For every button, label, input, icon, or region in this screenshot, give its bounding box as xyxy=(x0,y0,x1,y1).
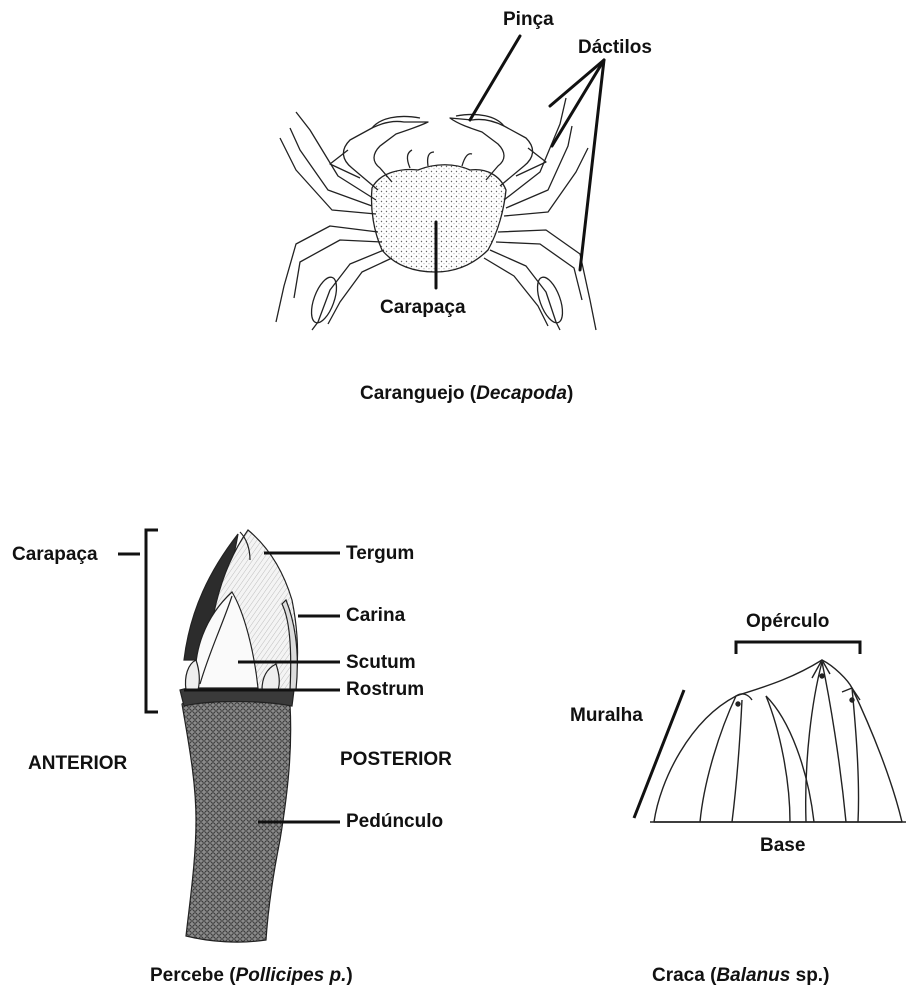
caption-caranguejo-prefix: Caranguejo ( xyxy=(360,383,476,404)
caption-caranguejo: Caranguejo (Decapoda) xyxy=(360,384,573,403)
crab-illustration xyxy=(276,98,596,330)
caption-caranguejo-species: Decapoda xyxy=(476,383,567,404)
caption-percebe: Percebe (Pollicipes p.) xyxy=(150,966,353,985)
label-anterior: ANTERIOR xyxy=(28,754,127,773)
label-tergum: Tergum xyxy=(346,544,414,563)
label-scutum: Scutum xyxy=(346,653,416,672)
percebe-illustration xyxy=(180,530,298,942)
craca-wall xyxy=(654,660,902,822)
craca-illustration xyxy=(650,660,906,822)
label-base: Base xyxy=(760,836,805,855)
caption-craca-prefix: Craca ( xyxy=(652,965,716,986)
label-carina: Carina xyxy=(346,606,405,625)
label-pinca: Pinça xyxy=(503,10,554,29)
label-percebe-carapaca: Carapaça xyxy=(12,545,98,564)
label-dactilos: Dáctilos xyxy=(578,38,652,57)
label-pedunculo: Pedúnculo xyxy=(346,812,443,831)
caption-craca: Craca (Balanus sp.) xyxy=(652,966,829,985)
caption-craca-suffix: sp.) xyxy=(790,965,829,986)
label-rostrum: Rostrum xyxy=(346,680,424,699)
caption-percebe-suffix: ) xyxy=(346,965,352,986)
pinca-leader xyxy=(470,36,520,120)
label-operculo: Opérculo xyxy=(746,612,829,631)
label-muralha: Muralha xyxy=(570,706,643,725)
carapaca-bracket xyxy=(146,530,158,712)
dactilos-leader-1 xyxy=(550,60,604,106)
label-crab-carapaca: Carapaça xyxy=(380,298,466,317)
caption-percebe-species: Pollicipes p. xyxy=(236,965,347,986)
label-posterior: POSTERIOR xyxy=(340,750,452,769)
caption-caranguejo-suffix: ) xyxy=(567,383,573,404)
caption-craca-species: Balanus xyxy=(716,965,790,986)
operculo-bracket xyxy=(736,642,860,654)
caption-percebe-prefix: Percebe ( xyxy=(150,965,236,986)
